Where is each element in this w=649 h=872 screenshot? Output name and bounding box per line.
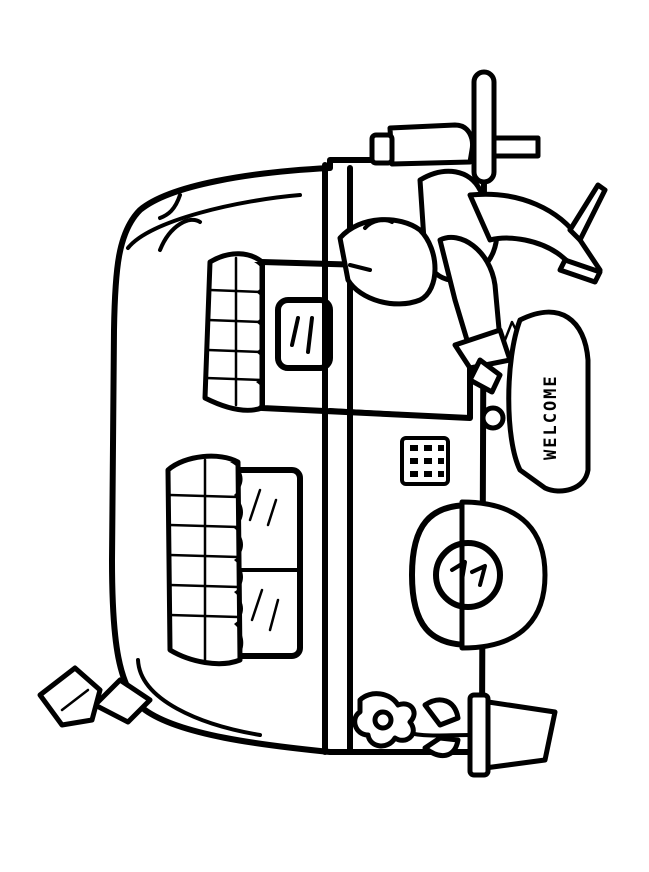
flower (352, 691, 461, 758)
door-awning (202, 251, 265, 413)
flower-pot (398, 692, 558, 778)
trailer-wheel (409, 499, 548, 651)
awning-pole (471, 69, 541, 185)
trailer-hitch (37, 665, 153, 728)
propane-tank (369, 122, 475, 167)
side-window (229, 467, 303, 659)
vent-grille (400, 436, 450, 486)
window-awning (165, 453, 244, 667)
welcome-sign-text: WELCOME (541, 374, 561, 460)
man-figure (337, 168, 608, 395)
welcome-sign: WELCOME (480, 309, 591, 494)
